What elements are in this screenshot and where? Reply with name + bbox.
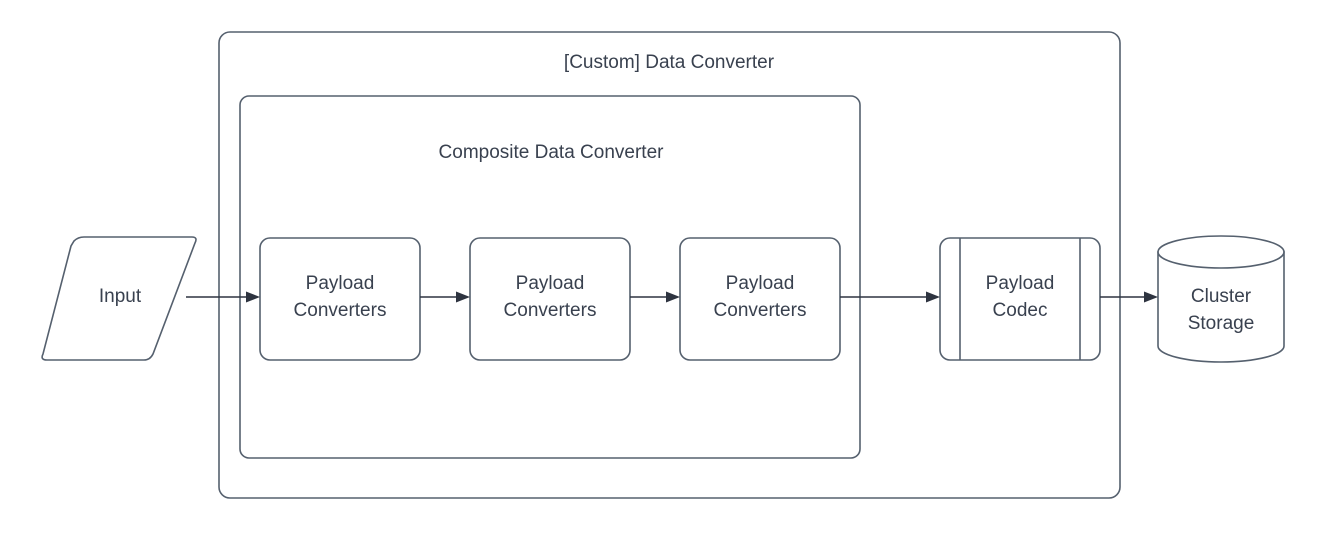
- cluster-storage-label-line2: Storage: [1188, 313, 1255, 334]
- payload-codec-box[interactable]: [939, 237, 1101, 361]
- payload-converters-3-label-line1: Payload: [726, 273, 795, 294]
- edge-pc1-to-pc2: [420, 291, 470, 303]
- payload-converters-2-label-line1: Payload: [516, 273, 585, 294]
- cluster-storage-label-line1: Cluster: [1191, 286, 1252, 307]
- node-payload-converters-1[interactable]: Payload Converters: [259, 237, 421, 361]
- composite-data-converter-title: Composite Data Converter: [439, 142, 665, 163]
- edge-pc3-to-codec-arrowhead: [926, 291, 940, 303]
- node-input[interactable]: Input: [41, 236, 197, 361]
- edge-pc1-to-pc2-arrowhead: [456, 291, 470, 303]
- node-payload-converters-3[interactable]: Payload Converters: [679, 237, 841, 361]
- edge-codec-to-storage-arrowhead: [1144, 291, 1158, 303]
- cluster-storage-body[interactable]: [1157, 251, 1285, 363]
- edge-pc2-to-pc3-arrowhead: [666, 291, 680, 303]
- payload-codec-label-line1: Payload: [986, 273, 1055, 294]
- node-payload-converters-2[interactable]: Payload Converters: [469, 237, 631, 361]
- payload-codec-label-line2: Codec: [993, 300, 1048, 321]
- payload-converters-3-box[interactable]: [679, 237, 841, 361]
- edge-input-to-pc1-arrowhead: [246, 291, 260, 303]
- node-cluster-storage[interactable]: Cluster Storage: [1157, 235, 1285, 363]
- custom-data-converter-title: [Custom] Data Converter: [564, 52, 775, 73]
- payload-converters-3-label-line2: Converters: [714, 300, 807, 321]
- edge-pc3-to-codec: [840, 291, 940, 303]
- payload-converters-1-label-line2: Converters: [294, 300, 387, 321]
- edge-input-to-pc1: [186, 291, 260, 303]
- payload-converters-2-label-line2: Converters: [504, 300, 597, 321]
- input-label: Input: [99, 286, 142, 307]
- cluster-storage-top: [1157, 235, 1285, 269]
- edge-codec-to-storage: [1100, 291, 1158, 303]
- payload-converters-1-label-line1: Payload: [306, 273, 375, 294]
- payload-converters-2-box[interactable]: [469, 237, 631, 361]
- edge-pc2-to-pc3: [630, 291, 680, 303]
- payload-converters-1-box[interactable]: [259, 237, 421, 361]
- input-parallelogram[interactable]: [41, 236, 197, 361]
- node-payload-codec[interactable]: Payload Codec: [939, 237, 1101, 361]
